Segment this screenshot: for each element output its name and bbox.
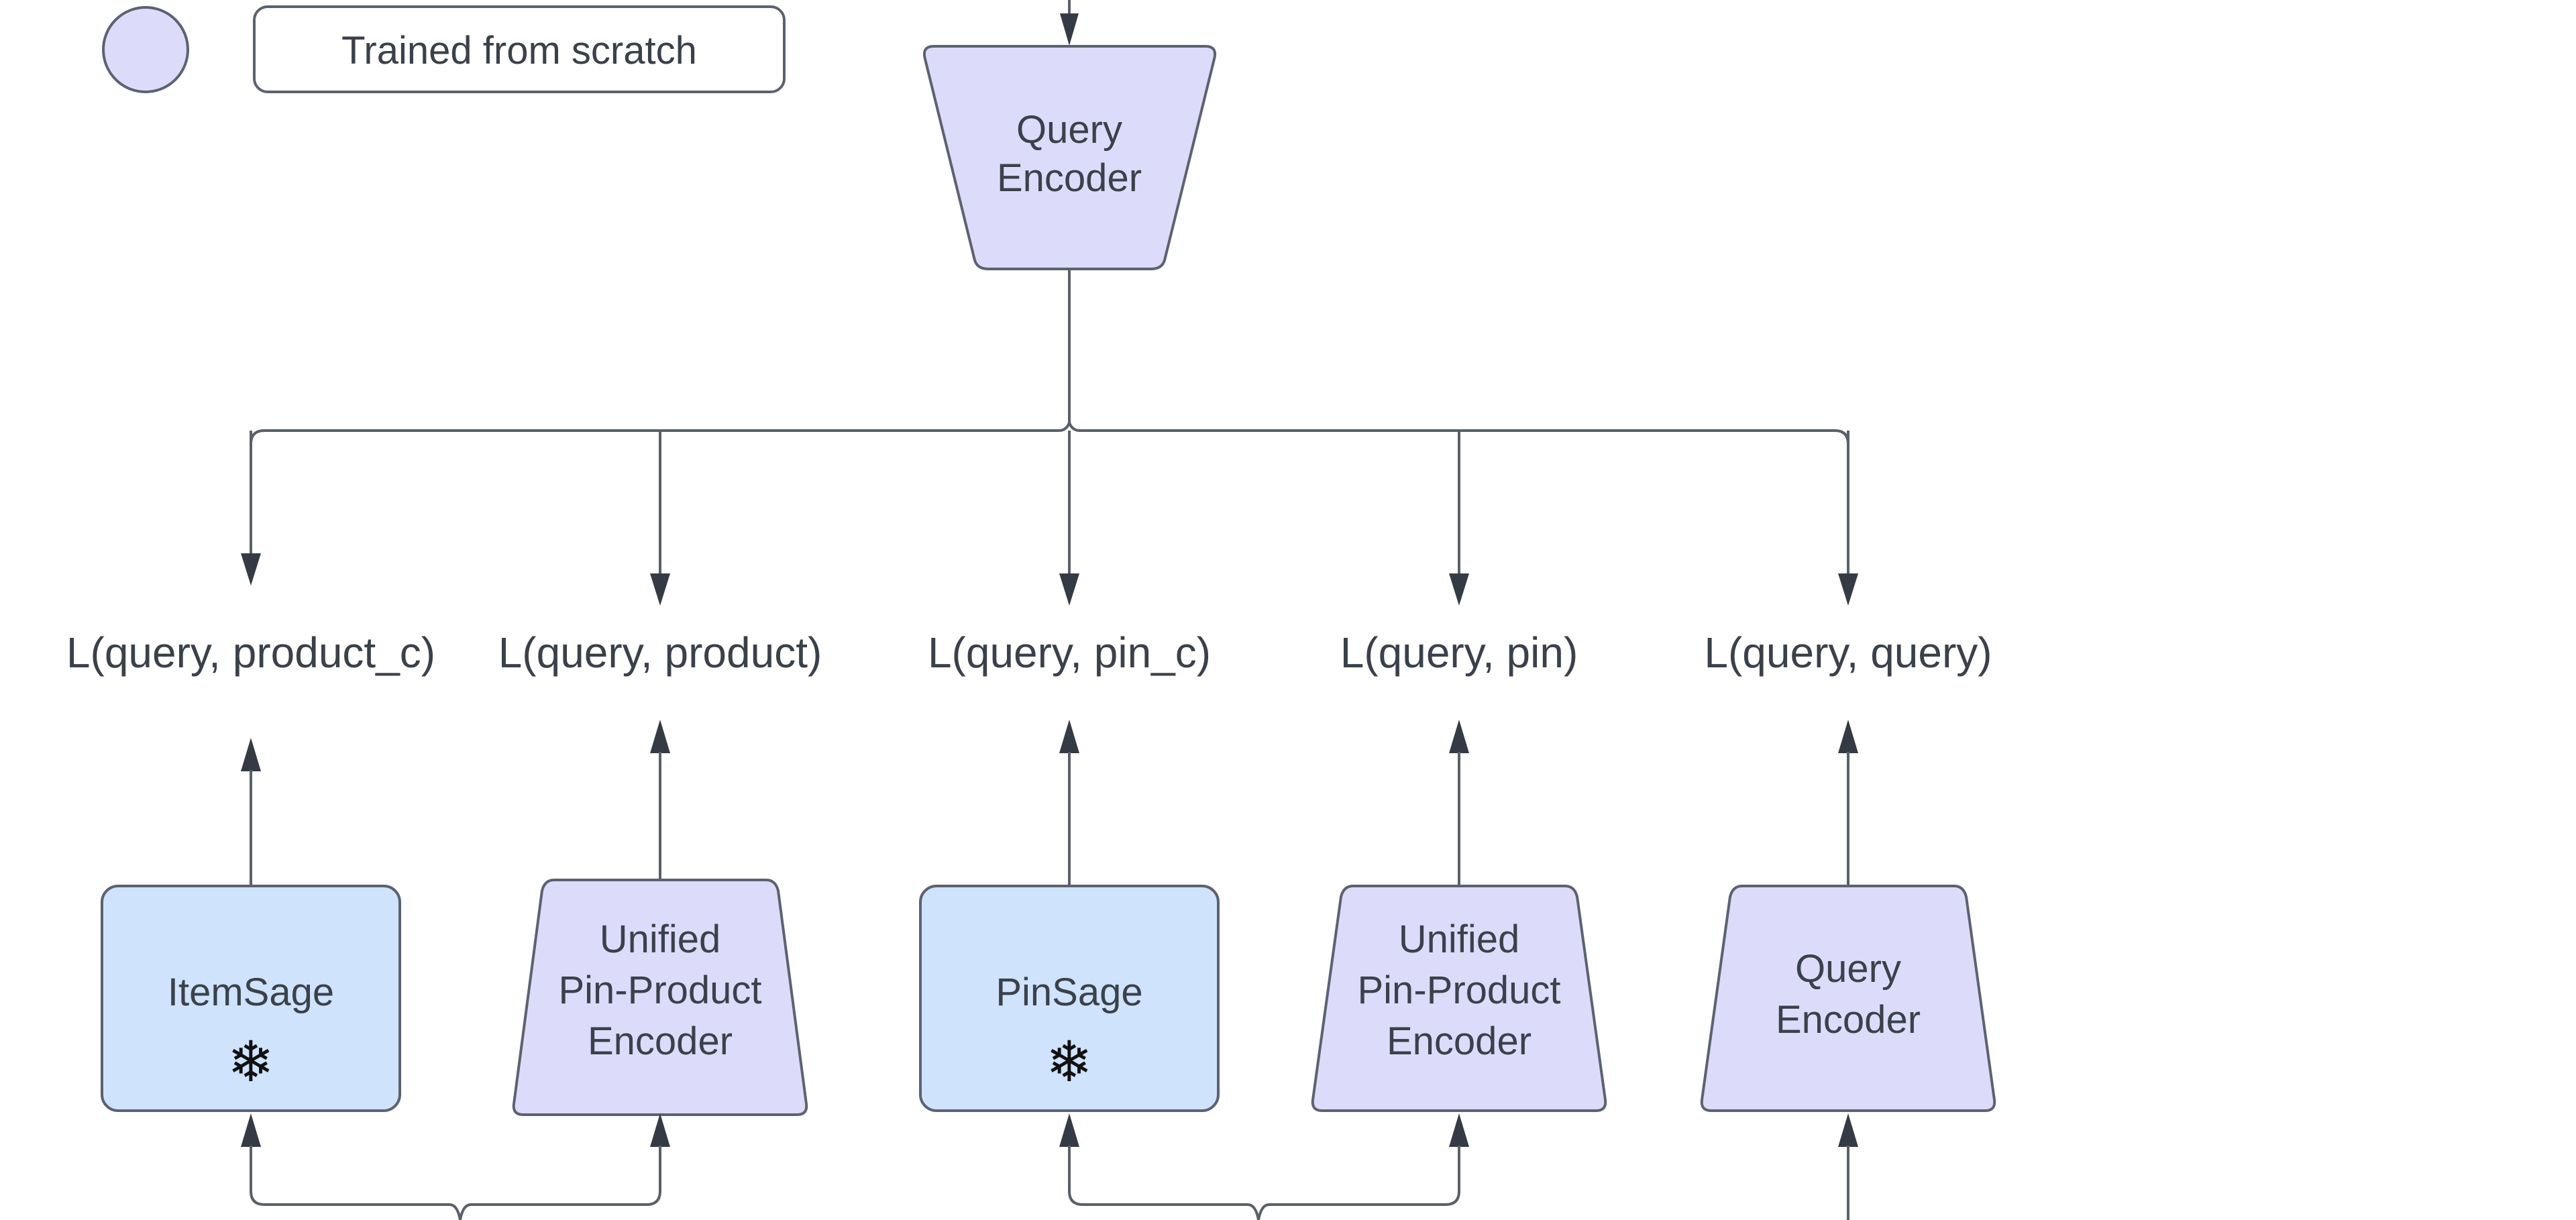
node-label: PinSage: [996, 971, 1142, 1014]
node-shape: [512, 879, 808, 1116]
snowflake-icon: ❄: [227, 1029, 274, 1095]
arrowhead-up: [1449, 720, 1469, 753]
arrowhead-down: [650, 573, 670, 606]
distribution-bus: [250, 269, 1849, 463]
legend-swatch-scratch: [102, 6, 189, 93]
node-label: Pin-Product: [1357, 968, 1560, 1012]
arrowhead-down: [1838, 573, 1858, 606]
legend: Trained from scratch: [102, 5, 786, 93]
arrowhead-down: [1060, 13, 1079, 46]
frozen-model-node: ItemSage ❄: [101, 885, 401, 1112]
arrowhead-up: [1449, 1113, 1469, 1147]
loss-label: L(query, pin_c): [928, 628, 1211, 677]
top-query-encoder-label-1: Query: [1016, 108, 1122, 152]
top-query-encoder-label-2: Encoder: [997, 156, 1142, 200]
node-shape: [1700, 885, 1996, 1112]
arrowhead-up: [1838, 1113, 1858, 1147]
loss-label: L(query, product_c): [66, 628, 435, 677]
top-query-encoder-shape: [922, 45, 1217, 270]
arrowhead-up: [650, 720, 670, 753]
legend-label-box: [253, 5, 786, 93]
node-label: ItemSage: [168, 971, 334, 1014]
arrowhead-up: [241, 738, 261, 771]
node-label: Encoder: [1776, 998, 1921, 1042]
node-shape: [101, 885, 401, 1112]
node-label: Pin-Product: [558, 968, 761, 1012]
input-arrow-top: [1060, 0, 1079, 46]
legend-label: Trained from scratch: [341, 29, 697, 72]
arrowhead-up: [650, 1113, 670, 1147]
arrowhead-up: [241, 1113, 261, 1147]
frozen-model-node: PinSage ❄: [919, 885, 1220, 1112]
loss-label: L(query, product): [498, 628, 822, 677]
node-shape: [919, 885, 1220, 1112]
node-label: Query: [1795, 947, 1901, 991]
branch-column: L(query, product) UnifiedPin-ProductEncod…: [498, 431, 822, 1155]
node-label: Encoder: [588, 1019, 733, 1063]
top-query-encoder: Query Encoder: [922, 45, 1217, 270]
input-brackets: [250, 1154, 1849, 1220]
arrowhead-up: [1838, 720, 1858, 753]
node-shape: [1311, 885, 1607, 1112]
arrowhead-down: [1449, 573, 1469, 606]
loss-label: L(query, pin): [1340, 628, 1578, 677]
node-label: Encoder: [1387, 1019, 1532, 1063]
branch-column: L(query, pin_c) PinSage ❄: [919, 431, 1220, 1155]
node-label: Unified: [1399, 918, 1520, 961]
arrowhead-down: [241, 553, 261, 586]
loss-label: L(query, query): [1704, 628, 1992, 677]
snowflake-icon: ❄: [1046, 1029, 1093, 1095]
arrowhead-up: [1059, 720, 1079, 753]
branch-column: L(query, product_c) ItemSage ❄: [66, 431, 435, 1155]
node-label: Unified: [600, 918, 721, 961]
arrowhead-up: [1059, 1113, 1079, 1147]
arrowhead-down: [1059, 573, 1079, 606]
